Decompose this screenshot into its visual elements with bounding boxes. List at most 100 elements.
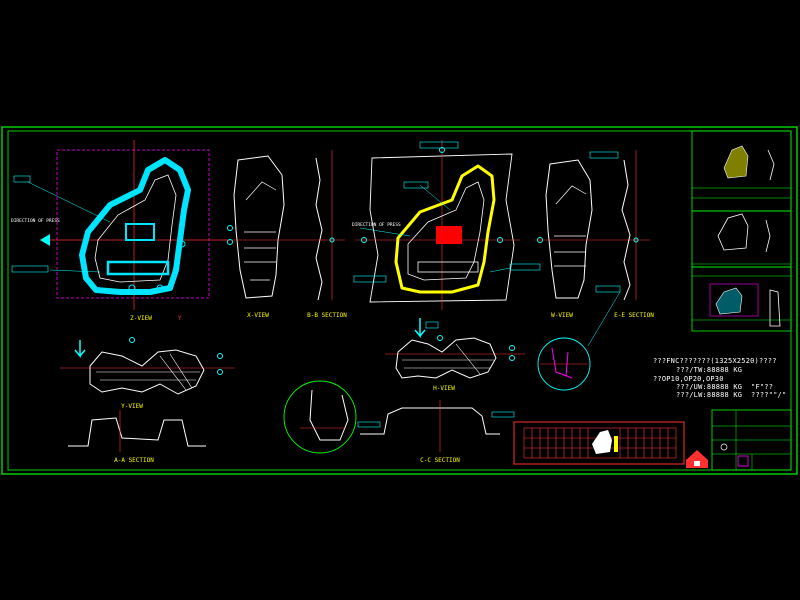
w-view-side-detail (554, 185, 587, 267)
detail-profile (551, 347, 573, 379)
z-view-pin (156, 284, 164, 292)
aa-section-label: A-A SECTION (114, 457, 154, 464)
callout-tag (403, 181, 429, 189)
leader-line (359, 227, 411, 237)
drawing-inner-border (7, 130, 792, 471)
callout-tag (419, 141, 459, 149)
callout-tag (589, 151, 619, 159)
w-view-side-profile (545, 159, 593, 299)
leader-line (27, 181, 111, 223)
fixture-plan (513, 421, 685, 465)
aa-section: A-A SECTION (68, 410, 206, 464)
w-view-side (535, 159, 650, 299)
z-view-cutout-2 (106, 260, 170, 276)
h-view: H-VIEW (385, 318, 525, 392)
cc-section-label: C-C SECTION (420, 457, 460, 464)
z-view-cutout-1 (125, 223, 155, 241)
callout-tag (13, 175, 31, 183)
detail-circle-left (283, 380, 357, 454)
bb-section-profile (315, 157, 323, 301)
ee-section-profile (621, 159, 631, 301)
note-line-4: ???/UW:88888 KG "F"?? (676, 383, 774, 391)
dimension-marker (509, 345, 515, 351)
press-direction-arrow-icon (414, 318, 426, 339)
press-direction-arrow-icon (74, 340, 86, 359)
dimension-marker (129, 337, 135, 343)
callout-tag (491, 411, 515, 418)
aa-section-profile (68, 417, 206, 447)
z-view-part-outline (79, 157, 191, 295)
z-view-boundary (56, 149, 210, 299)
title-block-magenta-cell (737, 455, 749, 467)
panel-2 (691, 210, 792, 268)
h-view-profile (395, 337, 497, 379)
w-view-cutout (417, 261, 479, 273)
thumbnail-part-2 (717, 213, 749, 251)
x-view-label: X-VIEW (247, 312, 269, 319)
direction-of-press-callout-2: DIRECTION OF PRESS (352, 222, 401, 228)
dimension-marker (537, 237, 543, 243)
z-view: DIRECTION OF PRESS Z-VIEW Y (11, 140, 230, 322)
callout-tag (509, 263, 541, 271)
dimension-marker (227, 239, 233, 245)
w-view-part-inner (407, 181, 485, 281)
thumbnail-profile-1 (767, 149, 775, 181)
fixture-yellow-marker (614, 436, 618, 452)
detail-profile (309, 389, 349, 441)
thumbnail-part-1 (723, 145, 749, 179)
detail-circle-right (537, 291, 621, 391)
fixture-part-silhouette (592, 430, 612, 454)
note-line-5: ???/LW:88888 KG ????""/" (676, 391, 787, 399)
y-view-label: Y-VIEW (121, 403, 143, 410)
dimension-marker (361, 237, 367, 243)
dimension-marker (217, 353, 223, 359)
axis-y-label: Y (178, 315, 182, 322)
note-line-3: ??OP10,OP20,OP30 (653, 375, 724, 383)
note-line-2: ???/TW:88888 KG (676, 366, 743, 374)
thumbnail-part-3 (715, 287, 743, 315)
press-direction-arrow-icon (40, 234, 50, 246)
panel-3 (691, 266, 792, 332)
z-view-label: Z-VIEW (130, 315, 152, 322)
leader-line (489, 267, 511, 273)
w-view: DIRECTION OF PRESS W-VIEW (352, 140, 573, 319)
w-view-trim-outline (394, 164, 496, 294)
dimension-marker (329, 237, 335, 243)
detail-circle-boundary (537, 337, 591, 391)
leader-line (587, 291, 621, 347)
h-view-detail (402, 343, 494, 375)
drawing-border (1, 126, 798, 475)
thumbnail-frame-3 (709, 283, 759, 317)
h-view-label: H-VIEW (433, 385, 455, 392)
fixture-plan-inner (523, 427, 677, 459)
z-view-part-inner (94, 174, 177, 283)
note-line-1: ???FNC???????(1325X2520)???? (653, 357, 777, 365)
dimension-marker (509, 355, 515, 361)
y-view-detail (96, 353, 200, 391)
bb-section-label: B-B SECTION (307, 312, 347, 319)
x-view: X-VIEW (222, 155, 300, 319)
callout-tag (353, 275, 387, 283)
cc-section: C-C SECTION (357, 400, 515, 464)
thumbnail-profile-3 (769, 289, 781, 327)
projection-symbol-icon (720, 443, 728, 451)
reference-panels (691, 130, 792, 332)
w-view-blank-outline (369, 153, 515, 303)
title-block (686, 409, 792, 471)
y-view-profile (89, 349, 205, 395)
dimension-marker (437, 335, 443, 341)
detail-circle-boundary (283, 380, 357, 454)
ee-section: E-E SECTION (589, 150, 654, 319)
w-view-red-block (436, 226, 462, 244)
dimension-marker (497, 237, 503, 243)
callout-tag (595, 285, 621, 293)
fixture-plan-outline (513, 421, 685, 465)
ee-section-label: E-E SECTION (614, 312, 654, 319)
x-view-profile (233, 155, 285, 299)
z-view-pin (178, 240, 186, 248)
bb-section: B-B SECTION (300, 150, 347, 319)
y-view: Y-VIEW (60, 337, 235, 410)
thumbnail-profile-2 (765, 219, 771, 253)
company-logo-icon (686, 450, 708, 468)
